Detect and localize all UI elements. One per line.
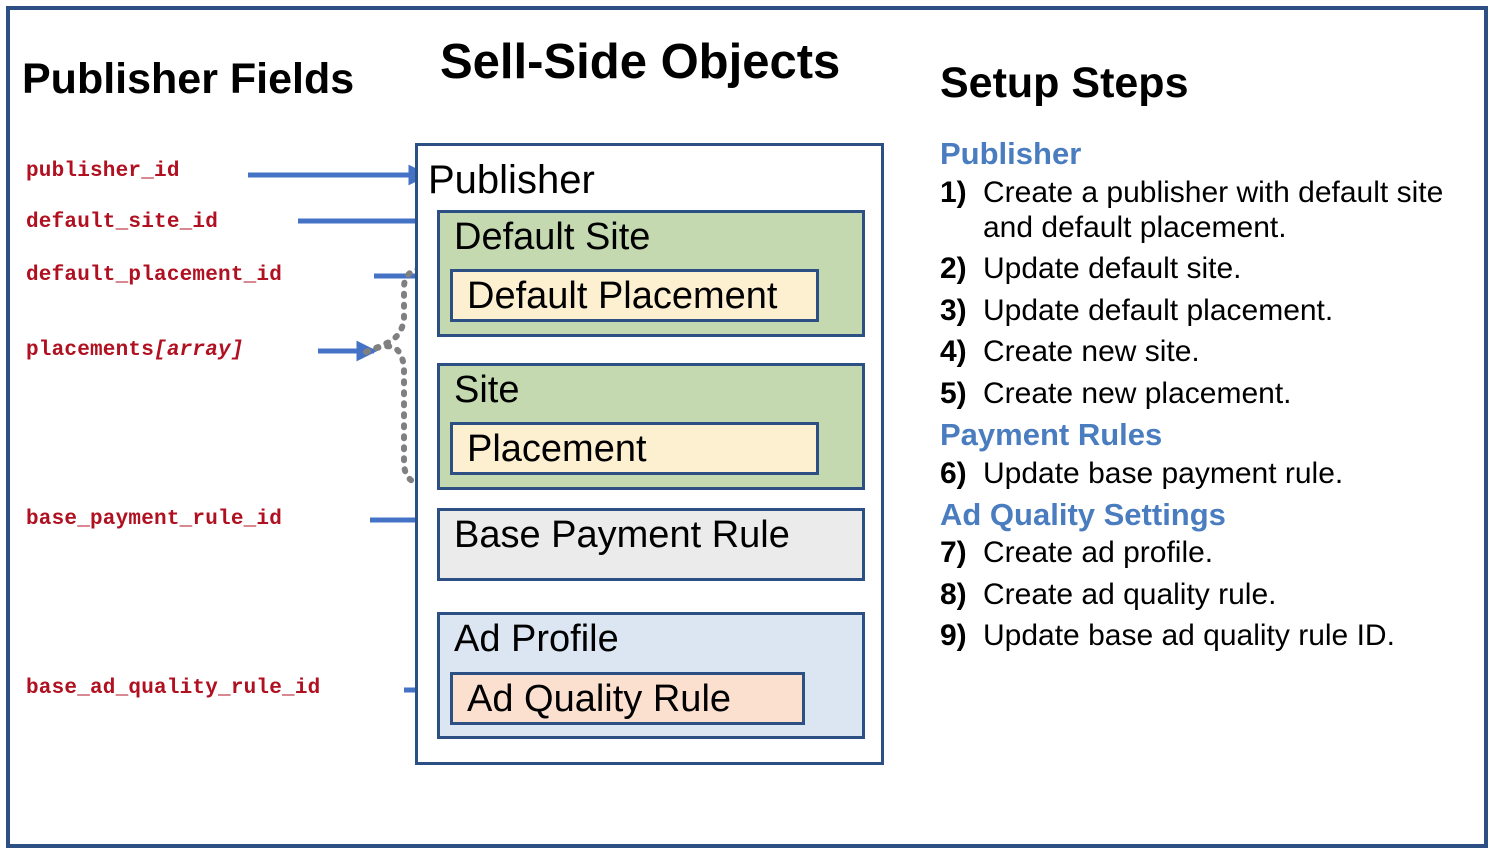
step-text: Update base payment rule. xyxy=(983,456,1344,490)
step-number: 3) xyxy=(940,293,967,327)
field-label-text: publisher_id xyxy=(26,160,180,183)
ad-profile-label: Ad Profile xyxy=(454,618,619,660)
sell-side-objects-heading: Sell-Side Objects xyxy=(440,35,841,89)
step-item-4: 4) Create new site. xyxy=(940,334,1470,369)
publisher-label: Publisher xyxy=(428,158,595,202)
step-number: 9) xyxy=(940,619,967,653)
field-label-text: default_site_id xyxy=(26,211,219,234)
step-text: Update default placement. xyxy=(983,293,1334,327)
step-item-2: 2) Update default site. xyxy=(940,251,1470,286)
step-text: Create new site. xyxy=(983,335,1200,369)
base-payment-rule-label: Base Payment Rule xyxy=(454,514,790,556)
step-number: 7) xyxy=(940,536,967,570)
step-number: 8) xyxy=(940,577,967,611)
step-text: Create ad quality rule. xyxy=(983,577,1277,611)
step-number: 6) xyxy=(940,456,967,490)
ad-quality-rule-box[interactable]: Ad Quality Rule xyxy=(450,672,805,725)
step-group-title-payment-rules: Payment Rules xyxy=(940,416,1163,452)
field-label-default-site-id: default_site_id xyxy=(26,212,218,233)
publisher-fields-heading: Publisher Fields xyxy=(22,55,355,103)
step-item-3: 3) Update default placement. xyxy=(940,293,1470,328)
field-label-base-payment-rule-id: base_payment_rule_id xyxy=(26,509,282,530)
outer-frame xyxy=(6,6,1488,848)
step-number: 1) xyxy=(940,175,967,209)
step-item-1: 1) Create a publisher with default site a… xyxy=(940,175,1470,246)
step-group-title-publisher: Publisher xyxy=(940,136,1082,171)
step-number: 5) xyxy=(940,376,967,410)
step-text: Update base ad quality rule ID. xyxy=(983,619,1395,653)
field-label-publisher-id: publisher_id xyxy=(26,161,180,182)
field-label-text: placements xyxy=(26,339,155,362)
site-label: Site xyxy=(454,369,520,411)
placement-box[interactable]: Placement xyxy=(450,422,819,475)
field-label-base-ad-quality-rule-id: base_ad_quality_rule_id xyxy=(26,678,320,699)
step-item-6: 6) Update base payment rule. xyxy=(940,456,1470,491)
field-label-array-suffix: [array] xyxy=(154,339,244,362)
default-placement-label: Default Placement xyxy=(467,275,778,317)
step-text: Create ad profile. xyxy=(983,536,1214,570)
default-site-label: Default Site xyxy=(454,216,651,258)
step-text: Create a publisher with default site and… xyxy=(983,175,1444,244)
step-item-5: 5) Create new placement. xyxy=(940,376,1470,411)
step-item-7: 7) Create ad profile. xyxy=(940,535,1470,570)
ad-quality-rule-label: Ad Quality Rule xyxy=(467,678,732,720)
setup-steps-list: Publisher 1) Create a publisher with defa… xyxy=(940,136,1470,660)
default-placement-box[interactable]: Default Placement xyxy=(450,269,819,322)
step-number: 2) xyxy=(940,252,967,286)
field-label-text: default_placement_id xyxy=(26,264,283,287)
step-item-9: 9) Update base ad quality rule ID. xyxy=(940,618,1470,653)
step-text: Create new placement. xyxy=(983,376,1292,410)
field-label-default-placement-id: default_placement_id xyxy=(26,265,282,286)
setup-steps-heading: Setup Steps xyxy=(940,59,1189,107)
base-payment-rule-box[interactable]: Base Payment Rule xyxy=(437,508,865,581)
step-text: Update default site. xyxy=(983,252,1242,286)
field-label-placements: placements[array] xyxy=(26,340,244,361)
step-item-8: 8) Create ad quality rule. xyxy=(940,577,1470,612)
field-label-text: base_payment_rule_id xyxy=(26,508,283,531)
step-group-title-ad-quality-settings: Ad Quality Settings xyxy=(940,496,1226,532)
placement-label: Placement xyxy=(467,428,647,470)
field-label-text: base_ad_quality_rule_id xyxy=(26,677,321,700)
step-number: 4) xyxy=(940,335,967,369)
